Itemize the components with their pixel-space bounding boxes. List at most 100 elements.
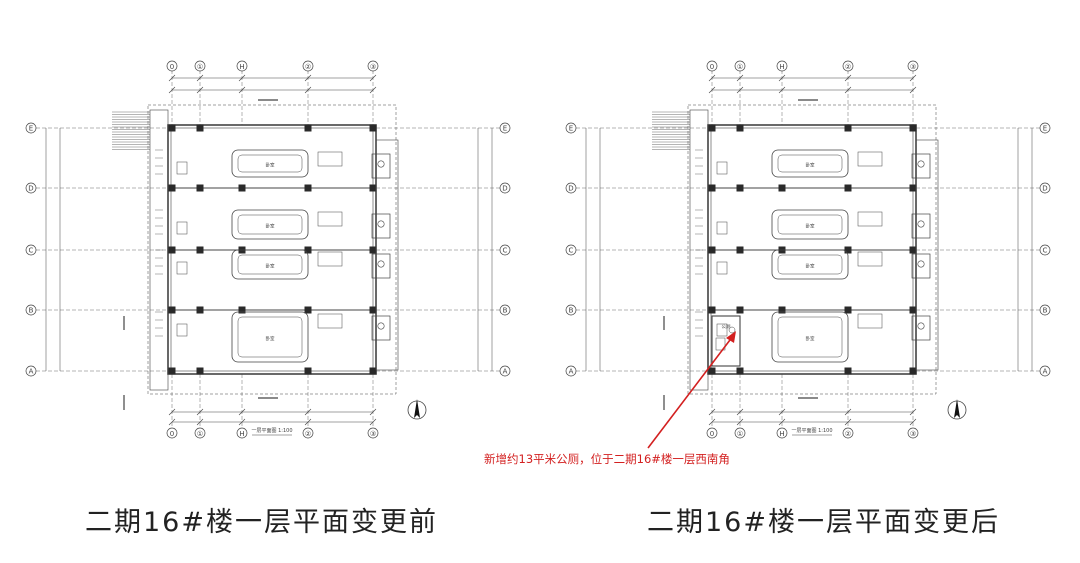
grid-bubble-left [565,244,577,256]
grid-label-right: D [502,185,507,193]
grid-bubble-left [25,182,37,194]
grid-label-left: B [569,307,574,315]
structural-column [909,184,917,192]
grid-bubble-top [907,60,919,72]
grid-label-right: E [1043,125,1047,133]
grid-bubble-left [25,122,37,134]
structural-column [168,246,176,254]
room-unit-inner [237,254,303,275]
room-unit-inner [777,214,843,235]
room-label: 卧室 [806,162,815,169]
grid-label-top: ① [737,63,743,71]
grid-bubble-bottom [302,427,314,439]
annex [915,139,939,371]
structural-column [196,367,204,375]
sink [176,323,188,337]
grid-bubble-top [706,60,718,72]
sink [716,161,728,175]
grid-bubble-bottom [166,427,178,439]
toilet [377,220,385,228]
room-label: 卧室 [806,223,815,230]
grid-label-top: 0 [170,63,174,71]
bathroom [911,213,931,239]
grid-bubble-left [565,182,577,194]
bathroom [911,253,931,279]
structural-column [844,246,852,254]
room-unit [771,249,849,280]
new-toilet-fixture [715,337,726,351]
structural-column [909,124,917,132]
grid-bubble-bottom [194,427,206,439]
room-unit [231,311,309,363]
caption-before: 二期16#楼一层平面变更前 [85,507,438,538]
bathroom [911,315,931,341]
room-label: 卧室 [266,223,275,230]
structural-column [708,367,716,375]
grid-bubble-left [25,244,37,256]
room-unit [231,209,309,240]
annex [375,139,399,371]
room-label: 卧室 [806,335,815,342]
structural-column [778,184,786,192]
toilet [377,160,385,168]
grid-bubble-top [734,60,746,72]
grid-bubble-right [499,122,511,134]
grid-bubble-right [499,365,511,377]
structural-column [369,306,377,314]
room-unit [771,149,849,178]
bathroom [371,315,391,341]
structural-column [736,124,744,132]
bathroom [911,153,931,179]
room-unit-inner [777,154,843,173]
sink [716,261,728,275]
room-unit [771,209,849,240]
grid-label-right: A [1043,368,1048,376]
bed [857,251,883,267]
grid-label-bottom: ③ [910,430,916,438]
room-unit-inner [237,316,303,358]
structural-column [196,246,204,254]
caption-after: 二期16#楼一层平面变更后 [647,507,1000,538]
grid-label-left: E [569,125,573,133]
grid-label-top: H [239,63,244,71]
grid-label-left: A [569,368,574,376]
structural-column [708,124,716,132]
grid-bubble-right [1039,244,1051,256]
grid-label-left: C [29,247,34,255]
structural-column [168,184,176,192]
structural-column [736,367,744,375]
grid-label-bottom: ① [197,430,203,438]
north-arrow-pointer [414,399,420,418]
grid-bubble-bottom [734,427,746,439]
bathroom [371,153,391,179]
structural-column [778,306,786,314]
grid-bubble-right [1039,365,1051,377]
structural-column [304,246,312,254]
room-unit [231,249,309,280]
structural-column [844,306,852,314]
grid-label-right: E [503,125,507,133]
structural-column [844,184,852,192]
grid-bubble-right [1039,182,1051,194]
room-unit-inner [777,254,843,275]
grid-bubble-right [1039,122,1051,134]
structural-column [304,306,312,314]
grid-label-right: A [503,368,508,376]
grid-bubble-left [565,365,577,377]
bathroom [371,253,391,279]
grid-label-top: ③ [370,63,376,71]
site-boundary [687,104,937,395]
structural-column [736,184,744,192]
change-annotation: 新增约13平米公厕，位于二期16#楼一层西南角 [484,452,730,466]
grid-bubble-bottom [842,427,854,439]
room-label: 卧室 [266,162,275,169]
structural-column [708,306,716,314]
structural-column [736,306,744,314]
grid-label-right: B [1043,307,1048,315]
grid-bubble-left [565,122,577,134]
sink [176,261,188,275]
structural-column [304,124,312,132]
grid-bubble-top [194,60,206,72]
room-unit-inner [777,316,843,358]
room-unit [231,149,309,178]
